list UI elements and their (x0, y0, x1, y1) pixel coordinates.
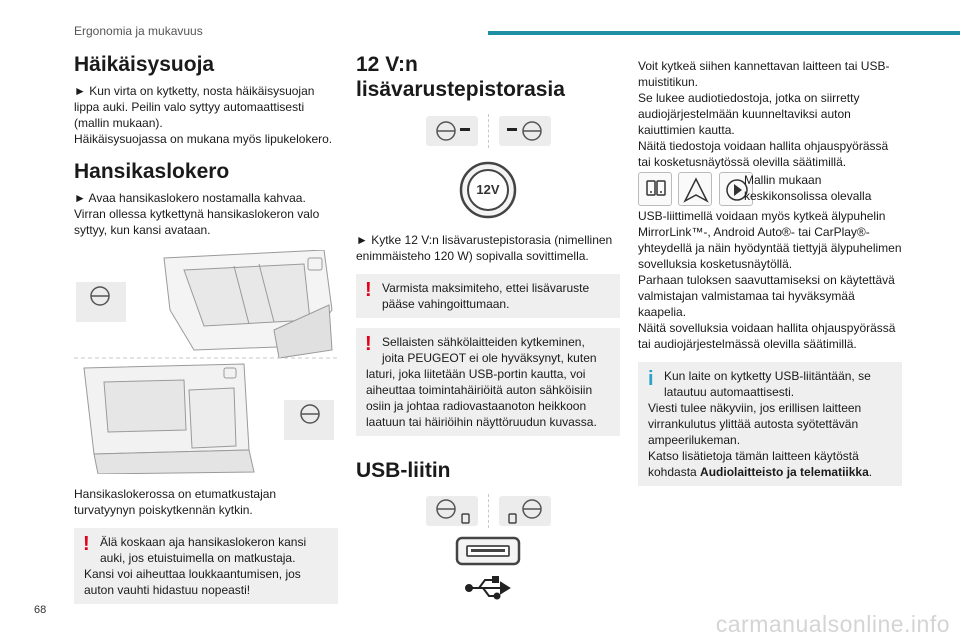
section-title-12v-socket: 12 V:n lisävarustepistorasia (356, 53, 565, 102)
socket-warning-box-2: ! Sellaisten sähkölaitteiden kytkeminen,… (356, 328, 620, 437)
android-auto-icon (678, 172, 713, 206)
warning2-line-1: Sellaisten sähkölaitteiden kytkeminen, (382, 335, 585, 350)
warning-exclamation-icon: ! (365, 333, 372, 356)
warning2-rest: laturi, joka liitetään USB-portin kautta… (366, 367, 597, 430)
warning-line-2: auki, jos etuistuimella on matkustaja. (100, 551, 296, 566)
info-icon: i (648, 368, 654, 390)
warning2-line-2: joita PEUGEOT ei ole hyväksynyt, kuten (382, 351, 597, 366)
info-rest-2-prefix: Katso lisätietoja tämän laitteen käytöst… (648, 449, 859, 479)
glovebox-illustration (74, 249, 338, 475)
usb-text-3: Näitä tiedostoja voidaan hallita ohjausp… (638, 139, 889, 169)
audio-telematics-reference: Audiolaitteisto ja telematiikka (700, 465, 869, 479)
socket-warning-box-1: ! Varmista maksimiteho, ettei lisävarust… (356, 274, 620, 319)
usb-text-5: Parhaan tuloksen saavuttamiseksi on käyt… (638, 273, 895, 319)
socket-12v-icon: 12V (458, 160, 518, 220)
warning1-line-1: Varmista maksimiteho, ettei lisävaruste (382, 281, 590, 296)
warning-exclamation-icon: ! (365, 279, 372, 302)
glovebox-warning-box: ! Älä koskaan aja hansikaslokeron kansi … (74, 528, 338, 605)
usb-location-left-icon (425, 495, 478, 526)
info-line-1: Kun laite on kytketty USB-liitäntään, se (664, 369, 871, 383)
glovebox-drawing (74, 249, 338, 475)
page-header-title: Ergonomia ja mukavuus (74, 24, 203, 38)
usb-text-4: USB-liittimellä voidaan myös kytkeä älyp… (638, 209, 902, 271)
socket-location-right-icon (498, 116, 551, 147)
usb-info-box: i Kun laite on kytketty USB-liitäntään, … (638, 362, 902, 486)
watermark: carmanualsonline.info (715, 611, 950, 637)
socket-location-figure (356, 114, 620, 149)
usb-text-1: Voit kytkeä siihen kannettavan laitteen … (638, 59, 890, 89)
carplay-icon (718, 172, 753, 206)
socket-label: 12V (476, 182, 500, 198)
glare-shield-text-2: Häikäisysuojassa on mukana myös lipukelo… (74, 132, 333, 147)
socket-text: ► Kytke 12 V:n lisävarustepistorasia (ni… (356, 233, 613, 264)
column-left: Häikäisysuoja ► Kun virta on kytketty, n… (74, 52, 338, 605)
info-rest-2: Katso lisätietoja tämän laitteen käytöst… (648, 448, 894, 480)
mirrorlink-icon (638, 172, 672, 206)
glovebox-text: ► Avaa hansikaslokero nostamalla kahvaa.… (74, 191, 320, 238)
column-middle: 12 V:n lisävarustepistorasia 12V ► Kytke… (356, 52, 620, 606)
glare-shield-text: ► Kun virta on kytketty, nosta häikäisys… (74, 84, 315, 131)
warning1-line-2: pääse vahingoittumaan. (382, 297, 510, 312)
socket-location-left-icon (425, 116, 478, 147)
page-number: 68 (34, 604, 47, 616)
info-line-2: latautuu automaattisesti. (664, 385, 795, 399)
warning-rest: Kansi voi aiheuttaa loukkaantumisen, jos… (84, 567, 301, 598)
info-rest-1: Viesti tulee näkyviin, jos erillisen lai… (648, 401, 862, 447)
usb-text-4-inline: Mallin mukaan keskikonsolissa olevalla (744, 173, 872, 203)
info-rest-2-suffix: . (868, 465, 873, 479)
warning-line-1: Älä koskaan aja hansikaslokeron kansi (100, 535, 307, 550)
header-accent-bar (488, 31, 960, 35)
smartphone-icons-row: Mallin mukaan keskikonsolissa olevalla (638, 172, 902, 208)
column-right: Voit kytkeä siihen kannettavan laitteen … (638, 58, 902, 486)
warning-exclamation-icon: ! (83, 533, 90, 556)
airbag-switch-text: Hansikaslokerossa on etumatkustajan turv… (74, 487, 277, 518)
usb-text-2: Se lukee audiotiedostoja, jotka on siirr… (638, 91, 860, 137)
usb-location-right-icon (498, 495, 551, 526)
usb-text-6: Näitä sovelluksia voidaan hallita ohjaus… (638, 321, 896, 351)
usb-location-figure (356, 493, 620, 528)
section-title-glare-shield: Häikäisysuoja (74, 53, 215, 76)
usb-port-icon (455, 536, 521, 606)
section-title-glovebox: Hansikaslokero (74, 160, 230, 184)
section-title-usb: USB-liitin (356, 459, 451, 483)
